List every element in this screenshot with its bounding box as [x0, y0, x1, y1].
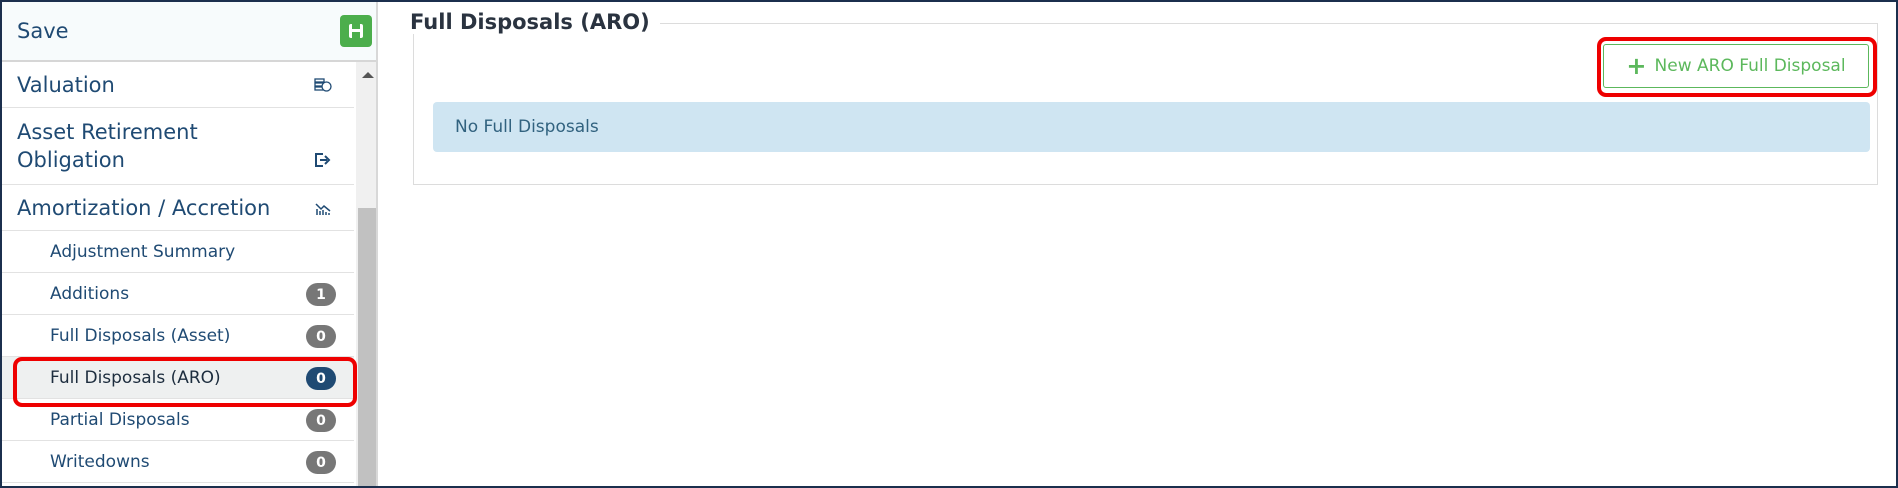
count-badge: 0	[306, 451, 336, 474]
sidebar-item-valuation[interactable]: Valuation	[2, 62, 354, 108]
sidebar-item-label: Full Disposals (Asset)	[50, 325, 231, 346]
sidebar-item-full-disposals-asset[interactable]: Full Disposals (Asset) 0	[2, 315, 354, 357]
sidebar-item-aro[interactable]: Asset Retirement Obligation	[2, 108, 354, 185]
empty-message: No Full Disposals	[455, 117, 599, 137]
sidebar-scrollbar[interactable]	[356, 62, 376, 486]
sidebar-item-label: Asset Retirement Obligation	[17, 120, 198, 172]
scroll-up-arrow-icon[interactable]	[362, 72, 374, 78]
plus-icon: +	[1626, 52, 1647, 80]
sidebar-item-writedowns[interactable]: Writedowns 0	[2, 441, 354, 483]
sidebar-item-additions[interactable]: Additions 1	[2, 273, 354, 315]
highlight-annotation-sidebar	[13, 357, 357, 407]
sign-out-icon	[314, 152, 332, 168]
empty-state-alert: No Full Disposals	[433, 102, 1870, 152]
sidebar-item-label: Valuation	[17, 72, 115, 97]
count-badge: 0	[306, 325, 336, 348]
save-button[interactable]	[340, 15, 372, 47]
sidebar-list: Valuation Asset Retirement Obligation Am…	[2, 62, 354, 483]
sidebar-item-label: Partial Disposals	[50, 409, 190, 430]
highlight-annotation-button	[1597, 37, 1877, 97]
sidebar-item-label: Full Disposals (ARO)	[50, 367, 221, 388]
sidebar-item-adjustment-summary[interactable]: Adjustment Summary	[2, 231, 354, 273]
sidebar-item-label: Amortization / Accretion	[17, 195, 271, 220]
save-row[interactable]: Save	[2, 2, 376, 62]
new-aro-full-disposal-button[interactable]: + New ARO Full Disposal	[1603, 44, 1869, 88]
sidebar-item-full-disposals-aro[interactable]: Full Disposals (ARO) 0	[2, 357, 354, 399]
chart-down-icon	[314, 200, 332, 216]
sidebar-item-amortization[interactable]: Amortization / Accretion	[2, 185, 354, 231]
count-badge: 1	[306, 283, 336, 306]
scrollbar-thumb[interactable]	[358, 208, 376, 486]
save-label: Save	[17, 19, 69, 43]
sidebar-item-label: Writedowns	[50, 451, 150, 472]
sidebar-item-label: Additions	[50, 283, 130, 304]
sidebar-item-partial-disposals[interactable]: Partial Disposals 0	[2, 399, 354, 441]
coins-dollar-icon	[314, 77, 332, 93]
sidebar: Save Valuation Asset Retirement Obligati…	[2, 2, 378, 486]
floppy-disk-icon	[349, 24, 363, 38]
full-disposals-section	[413, 23, 1878, 185]
count-badge: 0	[306, 409, 336, 432]
button-label: New ARO Full Disposal	[1654, 56, 1846, 76]
sidebar-item-label: Adjustment Summary	[50, 241, 236, 262]
section-title: Full Disposals (ARO)	[400, 10, 660, 34]
count-badge: 0	[306, 367, 336, 390]
